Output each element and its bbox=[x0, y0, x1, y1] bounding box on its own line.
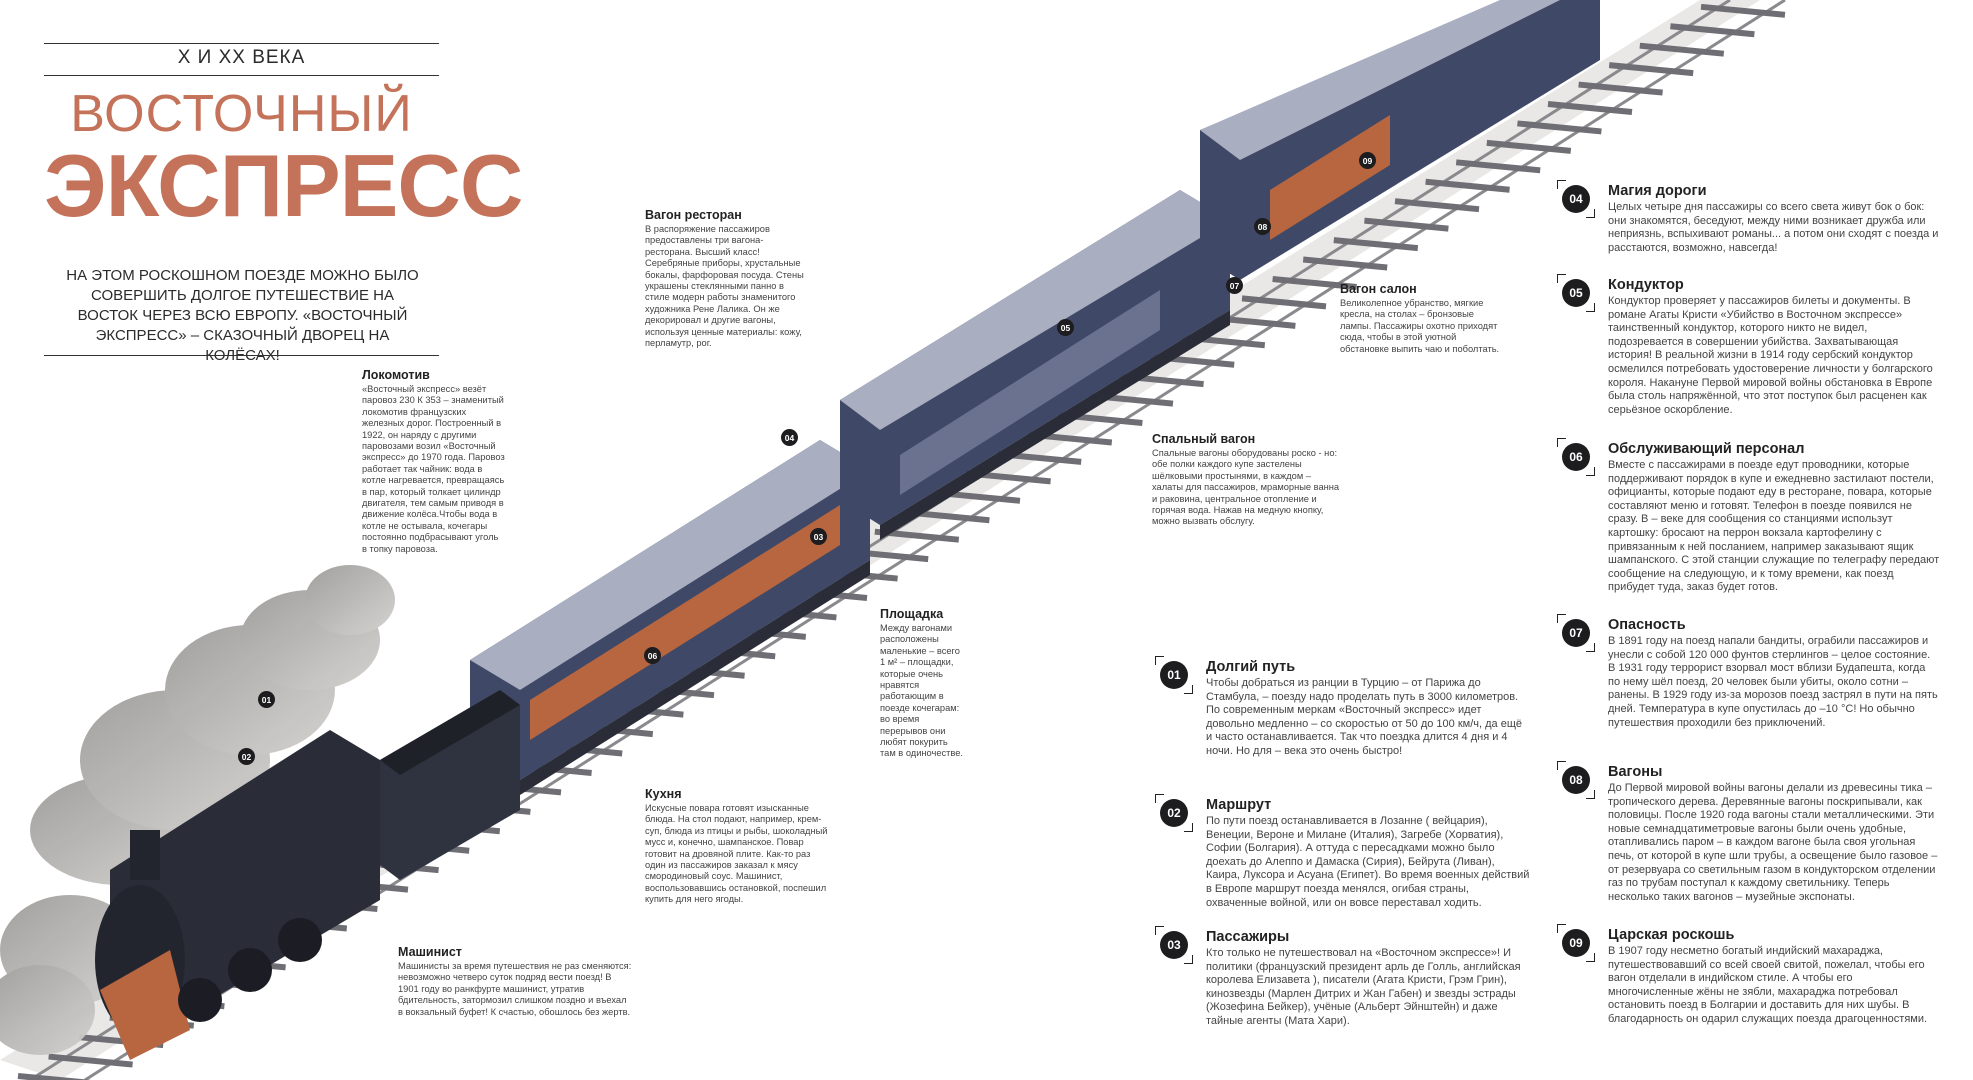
item-text: Целых четыре дня пассажиры со всего свет… bbox=[1608, 201, 1939, 254]
track-sleeper bbox=[1547, 101, 1633, 115]
caption-title: Спальный вагон bbox=[1152, 432, 1256, 446]
item-text: В 1891 году на поезд напали бандиты, огр… bbox=[1608, 635, 1938, 729]
item-text: До Первой мировой войны вагоны делали из… bbox=[1608, 782, 1938, 903]
track-sleeper bbox=[1578, 81, 1663, 96]
track-sleeper bbox=[48, 1053, 133, 1068]
number-bracket bbox=[1155, 794, 1193, 832]
number-bracket bbox=[1155, 926, 1193, 964]
steam-locomotive bbox=[95, 730, 380, 1060]
number-bracket bbox=[1557, 274, 1595, 312]
header-rule-top bbox=[44, 43, 439, 44]
track-sleeper bbox=[1272, 275, 1357, 290]
header-rule-bottom bbox=[44, 355, 439, 356]
track-sleeper bbox=[1302, 256, 1388, 271]
caption-mashinist: Машинист Машинисты за время путешествия … bbox=[398, 945, 633, 1018]
item-title: Вагоны bbox=[1608, 764, 1663, 780]
track-sleeper bbox=[1364, 217, 1449, 232]
item-text: Кто только не путешествовал на «Восточно… bbox=[1206, 947, 1521, 1027]
item-number: 03 bbox=[1160, 931, 1188, 959]
track-sleeper bbox=[1608, 62, 1694, 77]
item-text: Вместе с пассажирами в поезде едут прово… bbox=[1608, 459, 1940, 594]
caption-ploshchadka: Площадка Между вагонами расположены мале… bbox=[880, 607, 965, 760]
item-title: Пассажиры bbox=[1206, 929, 1290, 945]
track-sleeper bbox=[1394, 198, 1480, 213]
title-line2: ЭКСПРЕСС bbox=[44, 136, 523, 235]
item-number: 05 bbox=[1562, 279, 1590, 307]
item-title: Маршрут bbox=[1206, 797, 1272, 813]
item-title: Кондуктор bbox=[1608, 277, 1684, 293]
item-title: Долгий путь bbox=[1206, 659, 1296, 675]
marker-09: 09 bbox=[1359, 152, 1376, 169]
number-bracket bbox=[1557, 924, 1595, 962]
item-number: 08 bbox=[1562, 766, 1590, 794]
item-number: 02 bbox=[1160, 799, 1188, 827]
marker-04: 04 bbox=[781, 429, 798, 446]
track-sleeper bbox=[1517, 120, 1602, 135]
item-number: 09 bbox=[1562, 929, 1590, 957]
caption-title: Кухня bbox=[645, 787, 682, 801]
caption-title: Вагон салон bbox=[1340, 282, 1417, 296]
marker-03: 03 bbox=[810, 528, 827, 545]
item-number: 07 bbox=[1562, 619, 1590, 647]
kicker: Х И ХХ ВЕКА bbox=[177, 47, 306, 68]
marker-06: 06 bbox=[644, 647, 661, 664]
item-title: Обслуживающий персонал bbox=[1608, 441, 1805, 457]
number-bracket bbox=[1155, 656, 1193, 694]
number-bracket bbox=[1557, 438, 1595, 476]
track-sleeper bbox=[1639, 42, 1725, 57]
caption-title: Вагон ресторан bbox=[645, 208, 742, 222]
lede: На этом роскошном поезде можно было сове… bbox=[66, 267, 419, 364]
carriage-kitchen-restaurant bbox=[470, 440, 870, 795]
coal-tender bbox=[380, 690, 520, 880]
track-sleeper bbox=[17, 1073, 92, 1080]
caption-restoran: Вагон ресторан В распоряжение пассажиров… bbox=[645, 208, 805, 349]
track-sleeper bbox=[1241, 295, 1327, 310]
item-text: Кондуктор проверяет у пассажиров билеты … bbox=[1608, 295, 1933, 416]
track-sleeper bbox=[1670, 23, 1755, 38]
marker-02: 02 bbox=[238, 748, 255, 765]
caption-text: Спальные вагоны оборудованы роско - но: … bbox=[1152, 448, 1340, 527]
item-title: Магия дороги bbox=[1608, 183, 1707, 199]
caption-salon: Вагон салон Великолепное убранство, мягк… bbox=[1340, 282, 1500, 355]
caption-title: Локомотив bbox=[362, 368, 430, 382]
caption-title: Площадка bbox=[880, 607, 944, 621]
caption-text: Между вагонами расположены маленькие – в… bbox=[880, 623, 964, 759]
track-sleeper bbox=[1700, 3, 1786, 18]
title-line1: ВОСТОЧНЫЙ bbox=[70, 85, 413, 143]
carriage-salon bbox=[1200, 0, 1600, 280]
caption-text: В распоряжение пассажиров предоставлены … bbox=[645, 224, 804, 349]
item-text: По пути поезд останавливается в Лозанне … bbox=[1206, 815, 1530, 909]
marker-08: 08 bbox=[1254, 218, 1271, 235]
item-title: Царская роскошь bbox=[1608, 927, 1735, 943]
marker-01: 01 bbox=[258, 691, 275, 708]
item-text: В 1907 году несметно богатый индийский м… bbox=[1608, 945, 1928, 1025]
caption-spalny: Спальный вагон Спальные вагоны оборудова… bbox=[1152, 432, 1342, 528]
marker-07: 07 bbox=[1226, 277, 1243, 294]
item-number: 06 bbox=[1562, 443, 1590, 471]
carriage-sleeping bbox=[840, 190, 1230, 540]
item-number: 04 bbox=[1562, 185, 1590, 213]
header-rule-mid bbox=[44, 75, 439, 76]
marker-05: 05 bbox=[1057, 319, 1074, 336]
caption-lokomotiv: Локомотив «Восточный экспресс» везёт пар… bbox=[362, 368, 505, 555]
caption-text: Машинисты за время путешествия не раз см… bbox=[398, 961, 632, 1017]
track-sleeper bbox=[1333, 237, 1419, 252]
track-sleeper bbox=[1486, 139, 1572, 154]
caption-title: Машинист bbox=[398, 945, 462, 959]
item-text: Чтобы добраться из ранции в Турцию – от … bbox=[1206, 677, 1522, 757]
item-title: Опасность bbox=[1608, 617, 1686, 633]
item-number: 01 bbox=[1160, 661, 1188, 689]
number-bracket bbox=[1557, 761, 1595, 799]
number-bracket bbox=[1557, 180, 1595, 218]
track-sleeper bbox=[1455, 159, 1541, 174]
caption-kukhnya: Кухня Искусные повара готовят изысканные… bbox=[645, 787, 830, 906]
caption-text: «Восточный экспресс» везёт паровоз 230 К… bbox=[362, 384, 505, 554]
caption-text: Искусные повара готовят изысканные блюда… bbox=[645, 803, 828, 905]
caption-text: Великолепное убранство, мягкие кресла, н… bbox=[1340, 298, 1500, 354]
track-sleeper bbox=[1425, 178, 1510, 193]
number-bracket bbox=[1557, 614, 1595, 652]
